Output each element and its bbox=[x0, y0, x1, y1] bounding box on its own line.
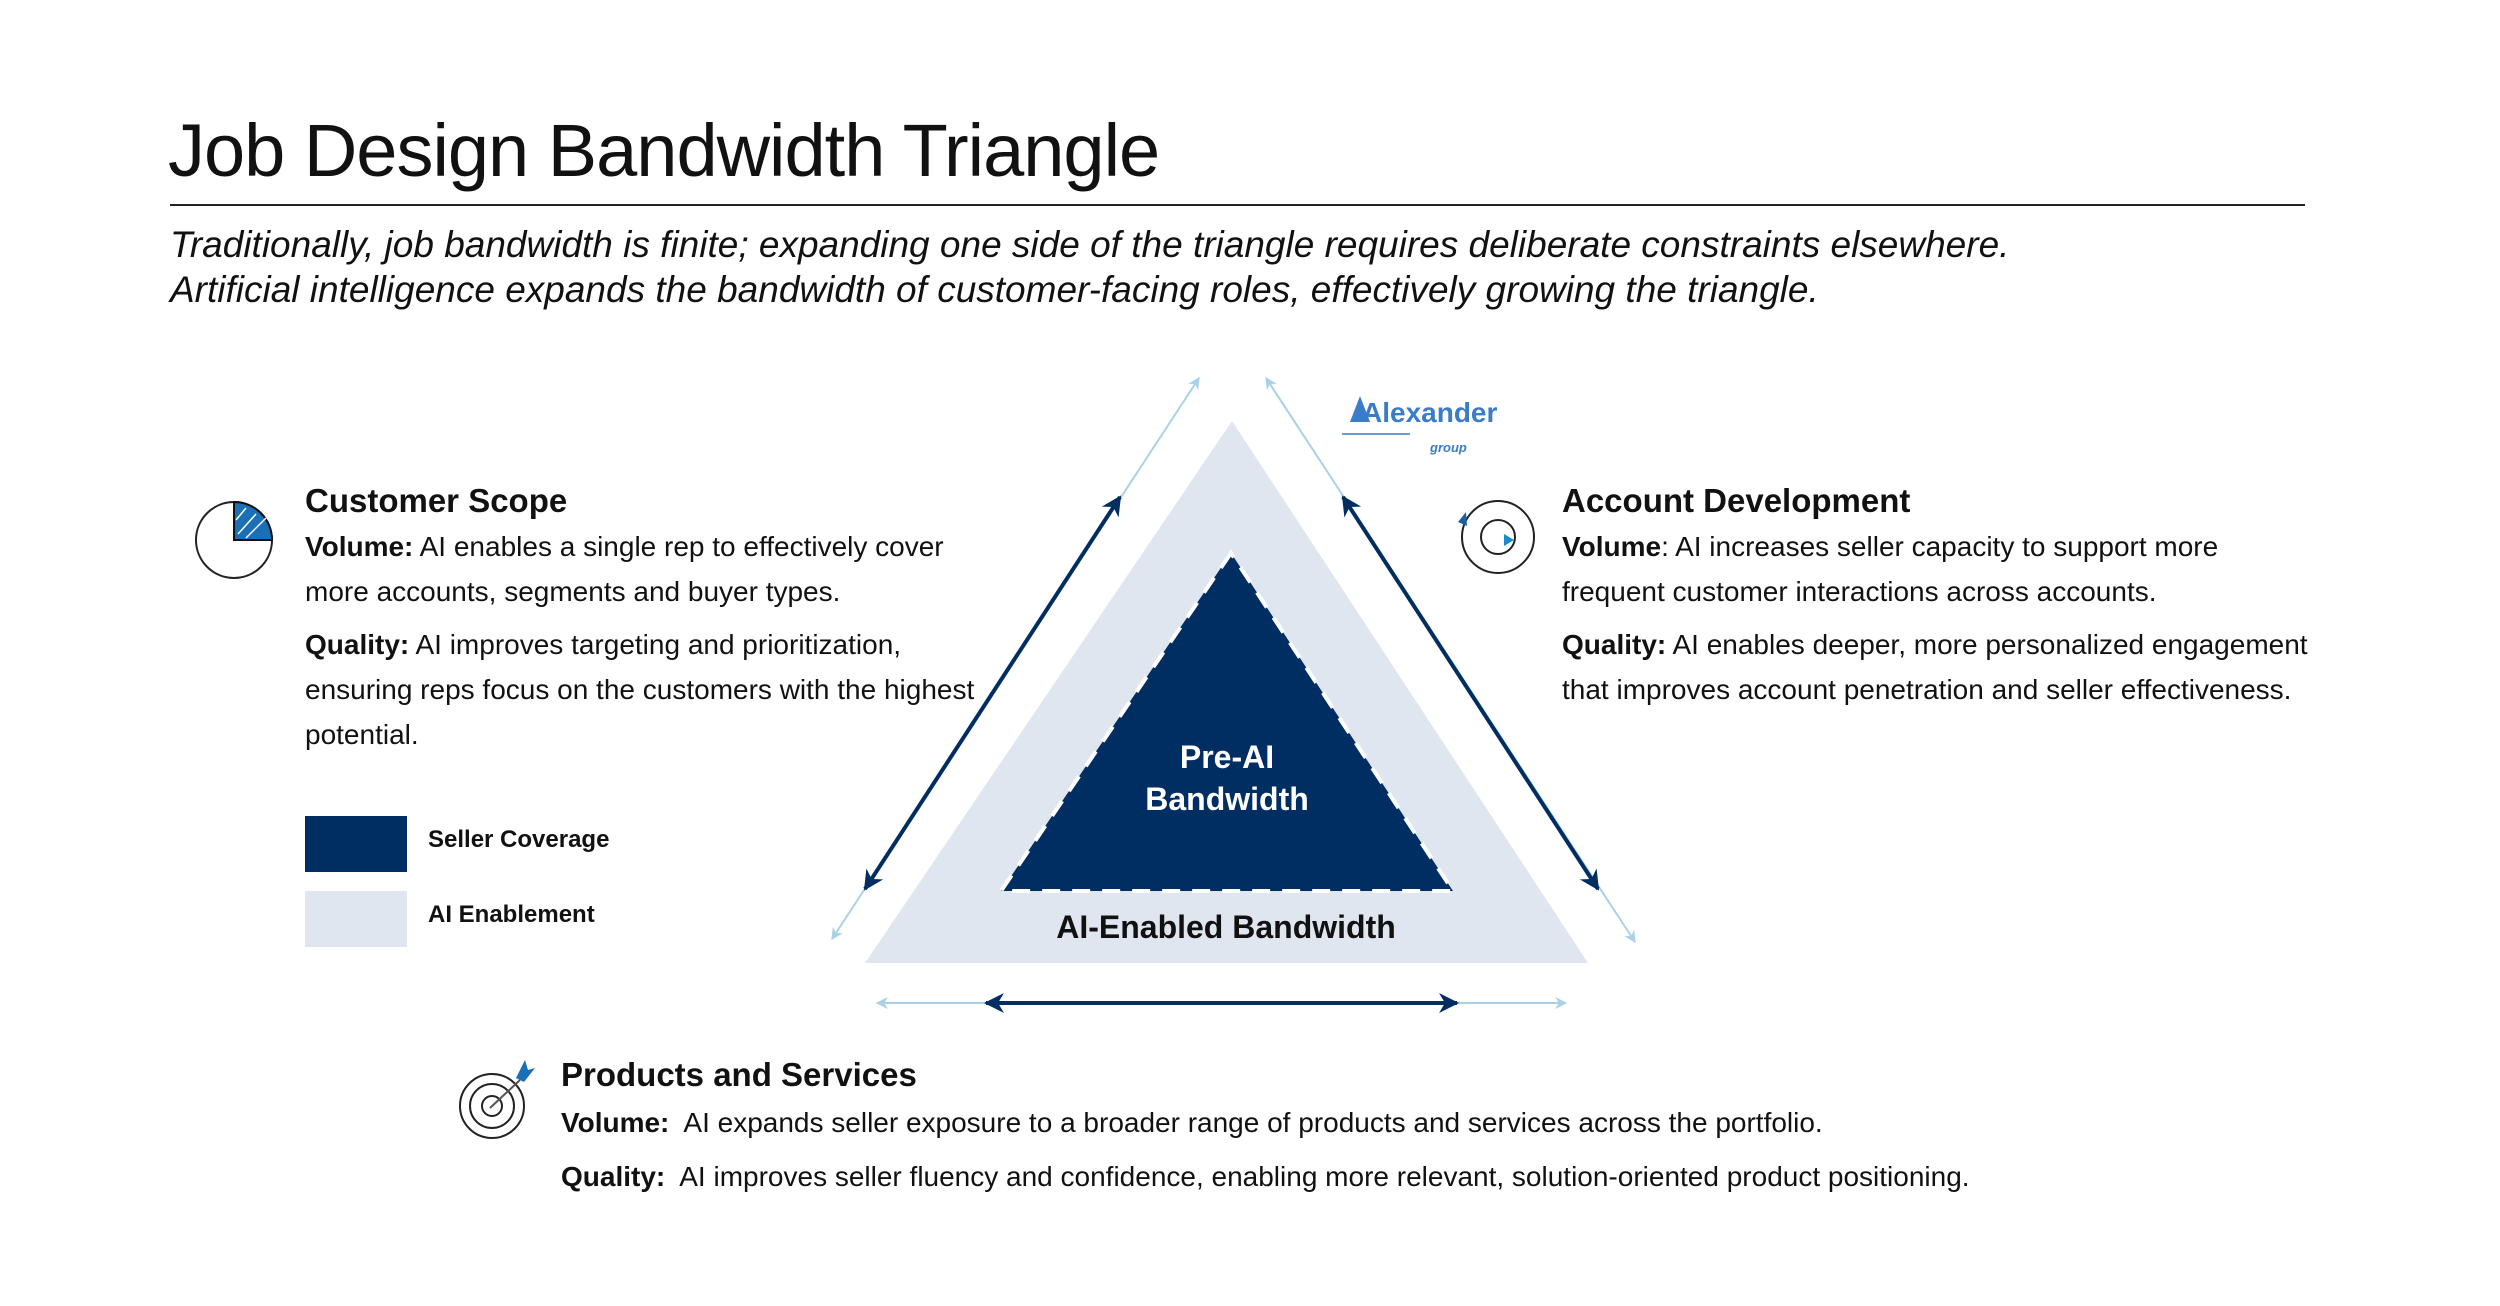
right-dark-arrow bbox=[1341, 495, 1600, 891]
account-development-quality: Quality: AI enables deeper, more persona… bbox=[1562, 629, 2308, 705]
account-development-volume: Volume: AI increases seller capacity to … bbox=[1562, 531, 2219, 607]
alexander-group-logo: Alexander group bbox=[1342, 396, 1497, 455]
pie-chart-icon bbox=[195, 500, 274, 579]
target-icon bbox=[459, 1060, 535, 1139]
legend-swatch-ai-enablement bbox=[305, 891, 407, 947]
logo-sub: group bbox=[1429, 440, 1467, 455]
inner-label-2: Bandwidth bbox=[1145, 781, 1309, 817]
subtitle-line-1: Traditionally, job bandwidth is finite; … bbox=[170, 224, 2010, 265]
customer-scope-quality: Quality: AI improves targeting and prior… bbox=[305, 629, 975, 750]
legend-label-seller-coverage: Seller Coverage bbox=[428, 826, 610, 853]
inner-label-1: Pre-AI bbox=[1180, 739, 1274, 775]
outer-label: AI-Enabled Bandwidth bbox=[1056, 909, 1396, 945]
products-services-volume: Volume: AI expands seller exposure to a … bbox=[561, 1107, 1823, 1138]
customer-scope-volume: Volume: AI enables a single rep to effec… bbox=[305, 531, 944, 607]
account-development-heading: Account Development bbox=[1562, 482, 1911, 519]
legend-swatch-seller-coverage bbox=[305, 816, 407, 872]
legend-label-ai-enablement: AI Enablement bbox=[428, 901, 595, 928]
logo-name: Alexander bbox=[1362, 397, 1497, 428]
products-services-heading: Products and Services bbox=[561, 1056, 917, 1093]
title-divider bbox=[170, 204, 2305, 206]
products-services-quality: Quality: AI improves seller fluency and … bbox=[561, 1161, 1970, 1192]
left-dark-arrow bbox=[863, 495, 1122, 891]
page-title: Job Design Bandwidth Triangle bbox=[168, 109, 1160, 192]
cycle-icon bbox=[1458, 500, 1535, 574]
customer-scope-heading: Customer Scope bbox=[305, 482, 568, 519]
subtitle-line-2: Artificial intelligence expands the band… bbox=[170, 269, 1819, 310]
